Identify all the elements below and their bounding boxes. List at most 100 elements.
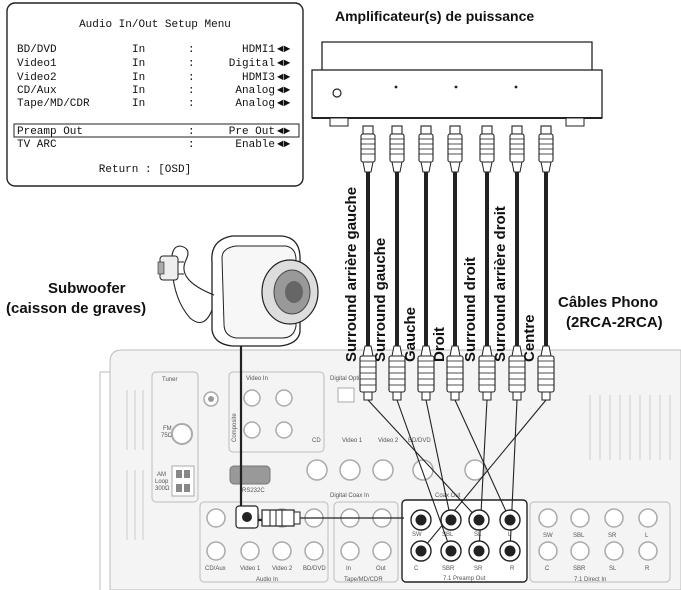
am-label: AM <box>157 472 166 478</box>
osd-row-value: HDMI3 <box>242 72 275 84</box>
preamp-label: L <box>508 532 512 538</box>
osd-row-label: Video2 <box>17 72 57 84</box>
osd-row-sep: : <box>188 72 195 84</box>
digital-optical-label: Digital Optical In <box>330 376 374 382</box>
cables-label: Câbles Phono <box>558 294 658 311</box>
am-ohm-label: 300Ω <box>155 486 170 492</box>
rs232-label: RS232C <box>242 488 265 494</box>
audio-in-section-label: Audio In <box>256 577 278 583</box>
osd-row-value: Digital <box>229 58 275 70</box>
preamp-label: SW <box>412 532 422 538</box>
rca-cable <box>446 125 511 521</box>
direct-in-label: R <box>645 566 650 572</box>
audio-in-label: Video 2 <box>272 566 293 572</box>
rca-cables <box>359 125 555 552</box>
left-right-arrows-icon: ◄► <box>277 98 291 110</box>
osd-footer: Return : [OSD] <box>99 164 191 176</box>
tape-in-label: In <box>346 566 351 572</box>
preamp-label: SL <box>474 532 482 538</box>
osd-row-mode: In <box>132 98 145 110</box>
direct-in-label: L <box>645 533 649 539</box>
osd-row-sep: : <box>188 98 195 110</box>
audio-in-label: Video 1 <box>240 566 261 572</box>
left-right-arrows-icon: ◄► <box>277 126 291 138</box>
rca-cable <box>508 125 526 552</box>
osd-row-label: CD/Aux <box>17 85 57 97</box>
channel-label: Gauche <box>402 307 419 362</box>
subwoofer-sublabel: (caisson de graves) <box>6 300 146 317</box>
subwoofer <box>211 235 319 347</box>
osd-row-sep: : <box>188 126 195 138</box>
rca-cable <box>359 125 480 521</box>
preamp-label: SBR <box>442 566 455 572</box>
left-right-arrows-icon: ◄► <box>277 72 291 84</box>
rca-cable <box>388 125 452 552</box>
osd-row-value: Pre Out <box>229 126 275 138</box>
am-antenna-terminal <box>171 465 195 497</box>
preamp-label: C <box>414 566 419 572</box>
osd-row-sep: : <box>188 58 195 70</box>
video1-label: Video 1 <box>342 438 363 444</box>
coax-out-label: Coax Out <box>435 493 461 499</box>
panel-vents <box>126 390 671 540</box>
osd-row-mode: In <box>132 85 145 97</box>
osd-row: TV ARC : Enable ◄► <box>17 139 291 151</box>
cd-label: CD <box>312 438 321 444</box>
osd-row: CD/Aux In : Analog ◄► <box>17 85 291 97</box>
power-button-icon <box>332 88 342 98</box>
osd-row-label: BD/DVD <box>17 44 57 56</box>
digital-coax-label: Digital Coax In <box>330 493 369 499</box>
left-right-arrows-icon: ◄► <box>277 139 291 151</box>
fm-ohm-label: 75Ω <box>161 433 173 439</box>
direct-in-label: SBL <box>573 533 585 539</box>
osd-row-value: Enable <box>235 139 275 151</box>
osd-highlight-row: Preamp Out : Pre Out ◄► <box>13 123 300 138</box>
osd-row-sep: : <box>188 139 195 151</box>
subwoofer-cable <box>235 346 404 529</box>
direct-in-section-label: 7.1 Direct In <box>574 577 606 583</box>
left-right-arrows-icon: ◄► <box>277 58 291 70</box>
power-plug-icon <box>157 255 184 281</box>
subwoofer-label: Subwoofer <box>48 280 126 297</box>
composite-label: Composite <box>232 413 238 442</box>
rca-cable <box>417 125 452 521</box>
channel-label: Droit <box>431 327 448 362</box>
osd-row-label: TV ARC <box>17 139 57 151</box>
tape-out-label: Out <box>376 566 386 572</box>
amplifier <box>311 41 603 127</box>
audio-in-label: CD/Aux <box>205 566 226 572</box>
fm-label: FM <box>163 426 172 432</box>
preamp-out-jacks <box>410 509 521 562</box>
tuner-label: Tuner <box>162 377 177 383</box>
direct-in-label: SR <box>608 533 617 539</box>
channel-label: Surround arrière droit <box>492 206 509 362</box>
direct-in-label: SBR <box>573 566 586 572</box>
direct-in-label: SL <box>609 566 617 572</box>
channel-label: Centre <box>521 314 538 362</box>
preamp-label: SR <box>474 566 483 572</box>
cables-sublabel: (2RCA-2RCA) <box>566 314 663 331</box>
osd-row-mode: In <box>132 44 145 56</box>
audio-in-label: BD/DVD <box>303 566 326 572</box>
osd-row: BD/DVD In : HDMI1 ◄► <box>17 44 291 56</box>
osd-row-value: Analog <box>235 98 275 110</box>
osd-row: Video2 In : HDMI3 ◄► <box>17 72 291 84</box>
direct-in-label: SW <box>543 533 553 539</box>
osd-row-label: Video1 <box>17 58 57 70</box>
rca-cable <box>420 125 555 552</box>
osd-row-label: Preamp Out <box>17 126 83 138</box>
osd-row-label: Tape/MD/CDR <box>17 98 90 110</box>
left-right-arrows-icon: ◄► <box>277 44 291 56</box>
osd-menu: Audio In/Out Setup Menu BD/DVD In : HDMI… <box>6 2 304 187</box>
left-right-arrows-icon: ◄► <box>277 85 291 97</box>
osd-row: Video1 In : Digital ◄► <box>17 58 291 70</box>
channel-label: Surround droit <box>462 257 479 362</box>
osd-row-sep: : <box>188 44 195 56</box>
amplifier-label: Amplificateur(s) de puissance <box>335 8 534 24</box>
preamp-label: SBL <box>442 532 454 538</box>
am-loop-label: Loop <box>155 479 169 485</box>
osd-row-sep: : <box>188 85 195 97</box>
osd-row-value: HDMI1 <box>242 44 275 56</box>
fm-antenna-jack <box>171 423 193 445</box>
